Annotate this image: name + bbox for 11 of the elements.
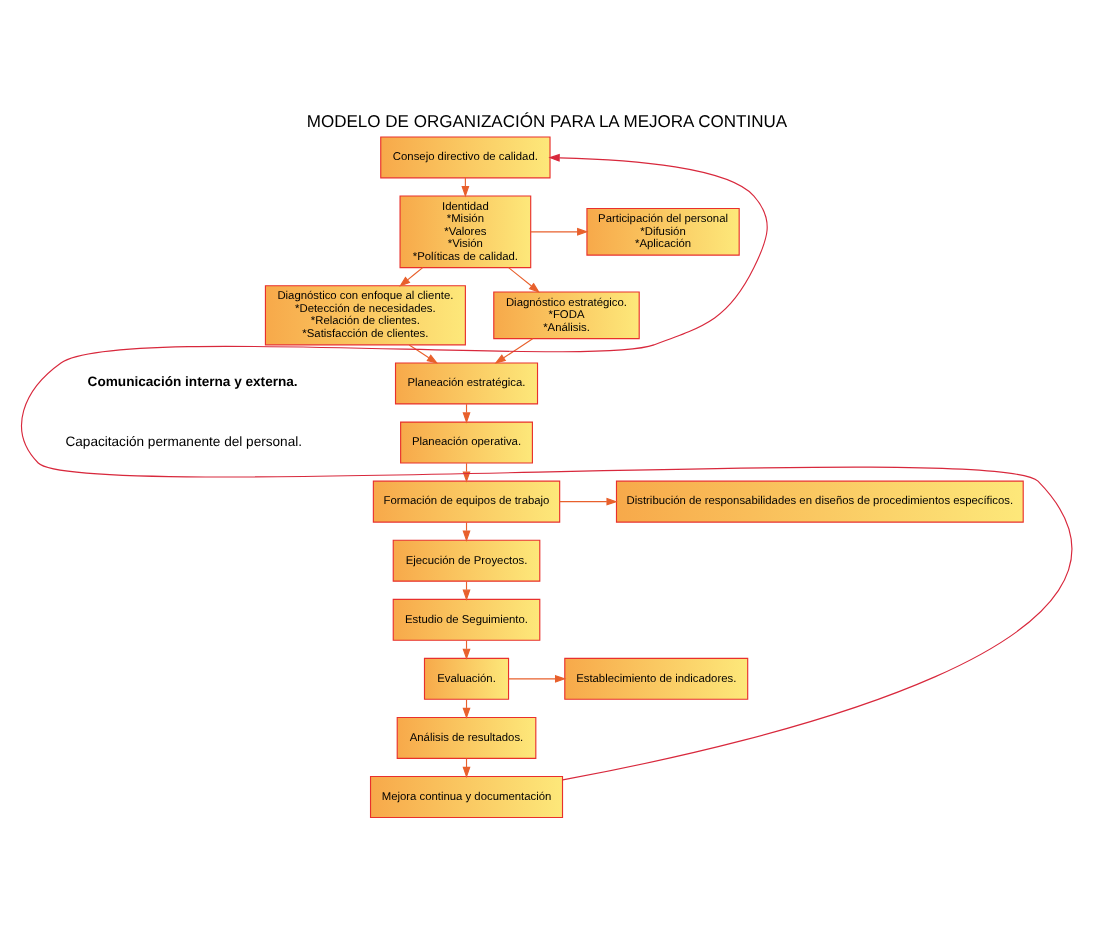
arrow [494, 338, 534, 364]
arrow [559, 497, 618, 506]
arrow [399, 267, 424, 287]
arrow [408, 344, 439, 364]
diagram-title: MODELO DE ORGANIZACIÓN PARA LA MEJORA CONTINUA [306, 110, 788, 131]
arrow [462, 580, 471, 601]
arrow [530, 227, 589, 236]
arrow [462, 639, 471, 661]
arrow [508, 267, 540, 293]
arrow [508, 674, 567, 683]
arrow [21, 153, 1073, 781]
